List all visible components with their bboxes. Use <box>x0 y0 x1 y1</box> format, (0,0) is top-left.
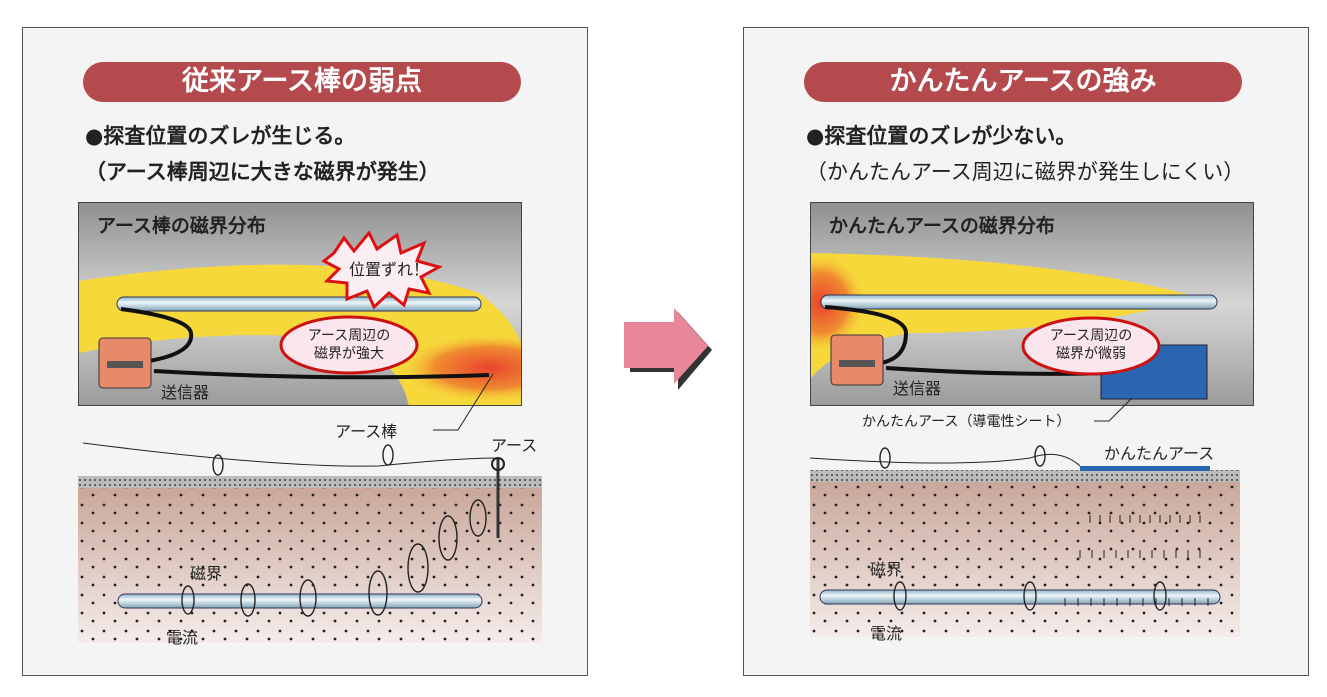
right-field-diagram: かんたんアースの磁界分布 アース周辺の 磁界が微弱 送信器 <box>810 202 1254 406</box>
right-leader-lines <box>1094 397 1133 422</box>
left-field-label: 磁界 <box>190 564 223 583</box>
left-transmitter-label: 送信器 <box>161 383 210 402</box>
right-callout-line2: 磁界が微弱 <box>1056 346 1126 362</box>
right-title: かんたんアースの強み <box>804 62 1242 102</box>
right-bullet-2: （かんたんアース周辺に磁界が発生しにくい） <box>806 160 1245 184</box>
right-bullet-1: ●探査位置のズレが少ない。 <box>806 124 1077 148</box>
left-bullet-1: ●探査位置のズレが生じる。 <box>85 124 356 148</box>
left-ground-cross-section: 磁界 電流 <box>78 428 542 648</box>
right-panel: かんたんアースの強み ●探査位置のズレが少ない。 （かんたんアース周辺に磁界が発… <box>743 27 1309 676</box>
right-transmitter-label: 送信器 <box>893 379 942 398</box>
left-callout: アース周辺の 磁界が強大 <box>297 327 401 363</box>
left-field-diagram: アース棒の磁界分布 位置ずれ！ アース周辺の 磁界が強大 送信器 <box>78 202 522 406</box>
right-ground-cross-section: 磁界 電流 <box>810 428 1240 648</box>
right-earth-label: かんたんアース <box>1104 444 1215 463</box>
right-current-label: 電流 <box>870 624 903 643</box>
right-field-label: 磁界 <box>870 560 903 579</box>
right-callout-line1: アース周辺の <box>1049 328 1133 344</box>
position-shift-burst: 位置ずれ！ <box>349 260 430 279</box>
left-callout-line1: アース周辺の <box>307 328 391 344</box>
left-panel: 従来アース棒の弱点 ●探査位置のズレが生じる。 （アース棒周辺に大きな磁界が発生… <box>22 27 588 676</box>
earth-rod-label: アース棒 <box>335 422 398 441</box>
left-diagram-title: アース棒の磁界分布 <box>97 215 266 237</box>
left-current-label: 電流 <box>166 628 199 647</box>
right-diagram-title: かんたんアースの磁界分布 <box>829 215 1055 237</box>
transition-arrow-icon <box>624 308 712 390</box>
left-title: 従来アース棒の弱点 <box>83 62 521 102</box>
right-callout: アース周辺の 磁界が微弱 <box>1039 327 1143 363</box>
left-earth-label: アース <box>491 436 538 455</box>
sheet-label: かんたんアース（導電性シート） <box>862 414 1071 430</box>
left-leader-lines <box>433 373 494 431</box>
left-bullet-2: （アース棒周辺に大きな磁界が発生） <box>85 160 440 184</box>
left-callout-line2: 磁界が強大 <box>314 346 384 362</box>
